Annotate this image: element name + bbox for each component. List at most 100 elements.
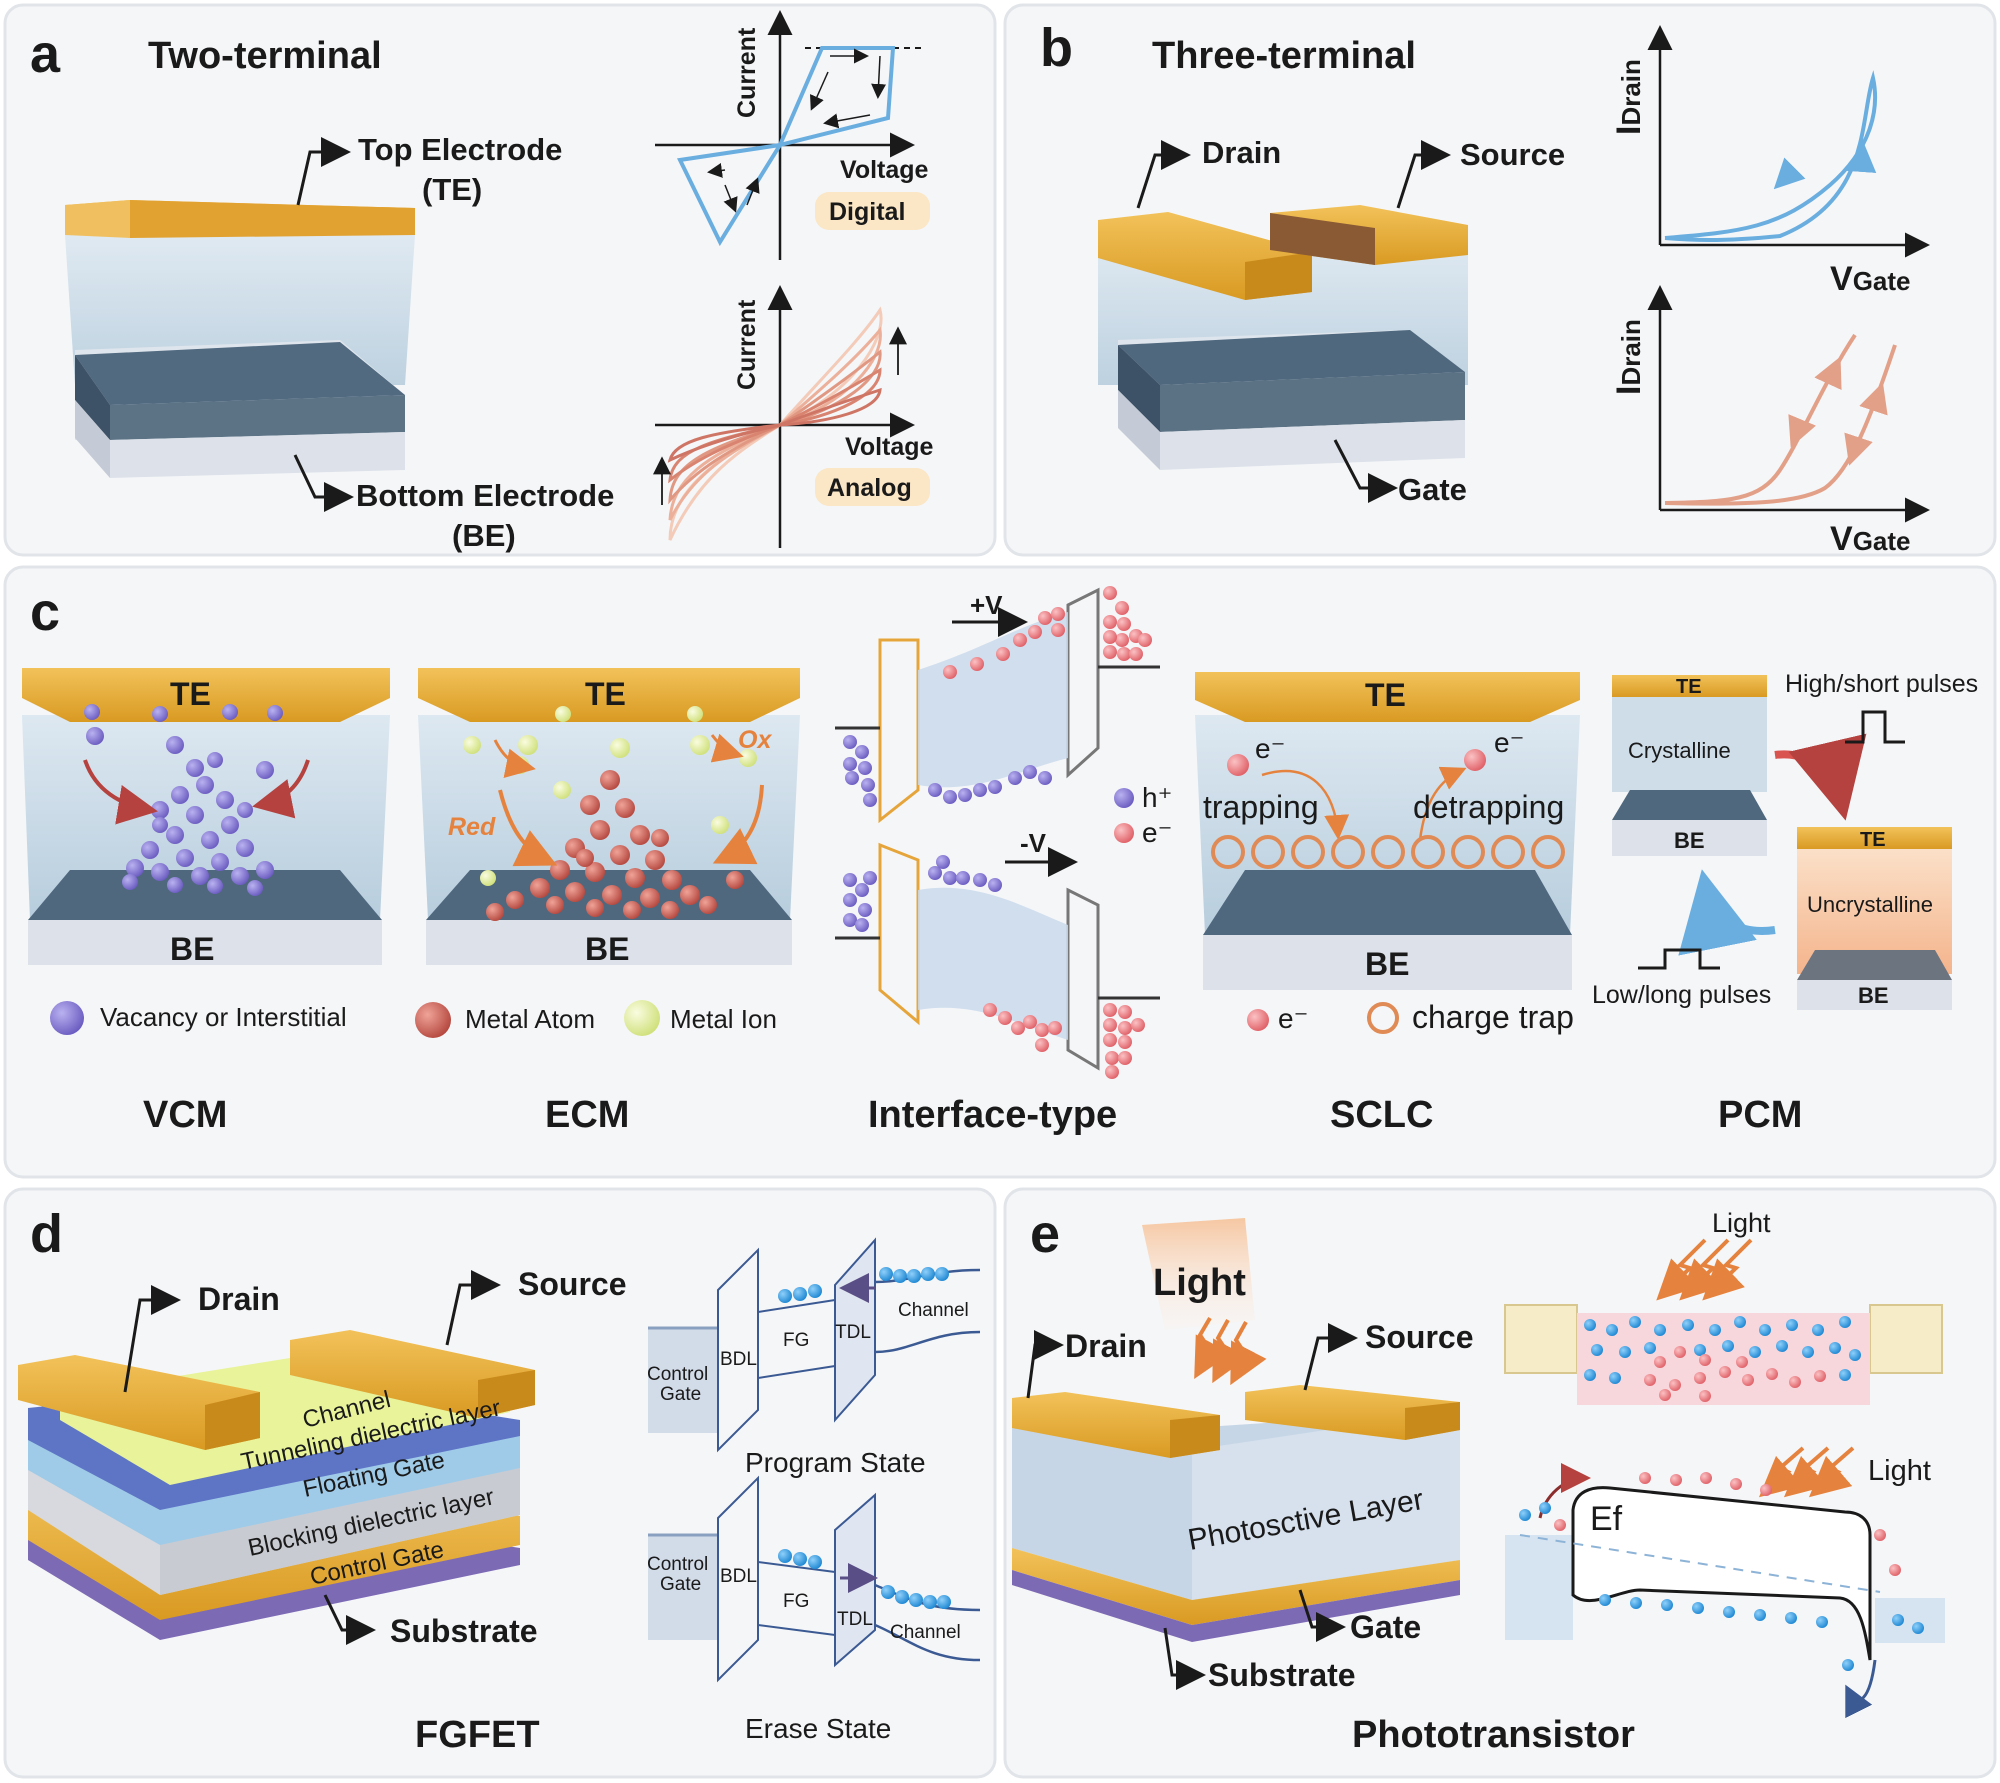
low-long-pulse-icon — [1638, 948, 1720, 970]
light-rays-band — [1758, 1446, 1855, 1498]
digital-current-axis-label: Current — [733, 27, 761, 118]
three-terminal-device — [1098, 205, 1468, 470]
digital-voltage-axis-label: Voltage — [840, 156, 929, 184]
light-big-label: Light — [1153, 1262, 1246, 1304]
ecm-be: BE — [585, 931, 629, 967]
fgfet-drain-label: Drain — [198, 1281, 280, 1317]
fgfet-stack — [18, 1330, 535, 1640]
charge-trap-row — [1211, 835, 1565, 869]
fgfet-source-pointer — [445, 1270, 501, 1346]
panel-d-letter: d — [30, 1204, 63, 1264]
pcm-top-be: BE — [1674, 828, 1705, 853]
ecm-red-label: Red — [448, 813, 496, 841]
eminus-legend-label: e⁻ — [1142, 817, 1172, 848]
e-substrate-label: Substrate — [1208, 1657, 1356, 1693]
photo-band-diagram — [1505, 1463, 1945, 1719]
panel-b-letter: b — [1040, 18, 1073, 78]
channel-blue-carriers — [1584, 1316, 1861, 1384]
vcm-te: TE — [170, 676, 211, 712]
charge-trap-legend-icon — [1367, 1002, 1399, 1034]
metal-atom-legend-dot — [415, 1002, 451, 1038]
interface-title: Interface-type — [868, 1094, 1117, 1136]
vacancy-legend-label: Vacancy or Interstitial — [100, 1002, 347, 1032]
erase-control-label-2: Gate — [660, 1574, 701, 1595]
ecm-ion-arrow — [493, 739, 536, 778]
pcm-bottom-te: TE — [1860, 829, 1886, 851]
analog-current-axis-label: Current — [733, 299, 761, 390]
vcm-right-arrow — [252, 759, 310, 819]
low-long-arrow — [1678, 869, 1776, 956]
analog-iv-plot — [653, 285, 915, 548]
minus-v-label: -V — [1020, 828, 1047, 858]
sclc-cell — [1195, 672, 1580, 990]
sclc-e-left-label: e⁻ — [1255, 733, 1285, 764]
plus-v-label: +V — [970, 590, 1003, 620]
high-short-arrow — [1774, 733, 1867, 821]
be-pointer — [293, 454, 354, 512]
phototransistor-device — [1012, 1385, 1460, 1642]
trapping-arrow — [1261, 769, 1350, 840]
idrain-top-label: IDrain — [1610, 59, 1648, 135]
program-channel-label: Channel — [898, 1300, 969, 1321]
source-pointer-b — [1396, 140, 1451, 209]
program-bdl-label: BDL — [720, 1349, 757, 1370]
transfer-curve-bottom — [1647, 285, 1930, 523]
ef-label: Ef — [1590, 1500, 1623, 1538]
e-drain-pointer — [1026, 1330, 1064, 1399]
hplus-legend-dot — [1114, 788, 1134, 808]
phototransistor-title: Phototransistor — [1352, 1714, 1635, 1756]
charge-trap-legend-label: charge trap — [1412, 999, 1574, 1035]
high-short-label: High/short pulses — [1785, 670, 1978, 698]
program-fg-label: FG — [783, 1330, 809, 1351]
ecm-ion-arrow-2 — [710, 733, 744, 763]
eminus-legend-dot — [1114, 823, 1134, 843]
vcm-cell — [22, 668, 390, 965]
e-gate-pointer — [1298, 1589, 1346, 1642]
vgate-top-label: VGate — [1830, 260, 1911, 298]
interface-bottom-holes — [843, 855, 1002, 932]
trapping-label: trapping — [1203, 789, 1319, 825]
light-rays-channel — [1656, 1238, 1753, 1301]
band-pink-carriers — [1554, 1472, 1901, 1576]
ecm-ox-arrow — [712, 784, 764, 865]
gate-pointer-b — [1333, 439, 1398, 503]
light-rays-device — [1194, 1316, 1267, 1386]
interface-top-holes — [843, 735, 1052, 807]
program-control-label-1: Control — [647, 1364, 708, 1385]
interface-bottom-electrons — [983, 1003, 1145, 1079]
vcm-title: VCM — [143, 1094, 227, 1136]
fgfet-source-label: Source — [518, 1266, 626, 1302]
sclc-e-right — [1464, 749, 1486, 771]
pcm-crystalline-cell — [1612, 675, 1767, 856]
sclc-title: SCLC — [1330, 1094, 1433, 1136]
erase-fg-label: FG — [783, 1591, 809, 1612]
pcm-crystalline-label: Crystalline — [1628, 738, 1731, 763]
ecm-metal-atoms — [486, 770, 744, 921]
metal-ion-legend-dot — [624, 1000, 660, 1036]
te-label: Top Electrode — [358, 132, 562, 167]
te-abbr: (TE) — [422, 172, 482, 207]
digital-badge-label: Digital — [829, 198, 905, 226]
fgfet-drain-pointer — [123, 1285, 181, 1393]
erase-electrons — [778, 1549, 951, 1609]
vcm-vacancies — [84, 704, 283, 896]
sclc-be: BE — [1365, 946, 1409, 982]
e-source-pointer — [1303, 1323, 1358, 1391]
hplus-legend-label: h⁺ — [1142, 782, 1172, 813]
be-abbr: (BE) — [452, 518, 516, 553]
analog-badge-label: Analog — [827, 474, 912, 502]
sclc-te: TE — [1365, 677, 1406, 713]
program-tdl-label: TDL — [835, 1322, 871, 1343]
fgfet-substrate-label: Substrate — [390, 1613, 538, 1649]
panel-c-letter: c — [30, 582, 60, 642]
pcm-top-te: TE — [1676, 676, 1702, 698]
pcm-uncrystalline-cell — [1797, 827, 1952, 1010]
sclc-e-legend-dot — [1247, 1009, 1269, 1031]
pcm-bottom-be: BE — [1858, 983, 1889, 1008]
ecm-red-arrow — [498, 789, 558, 867]
interface-band-bottom — [835, 842, 1160, 1071]
vcm-left-arrow — [83, 759, 158, 825]
digital-iv-plot — [655, 10, 925, 260]
program-electrons — [778, 1267, 949, 1303]
